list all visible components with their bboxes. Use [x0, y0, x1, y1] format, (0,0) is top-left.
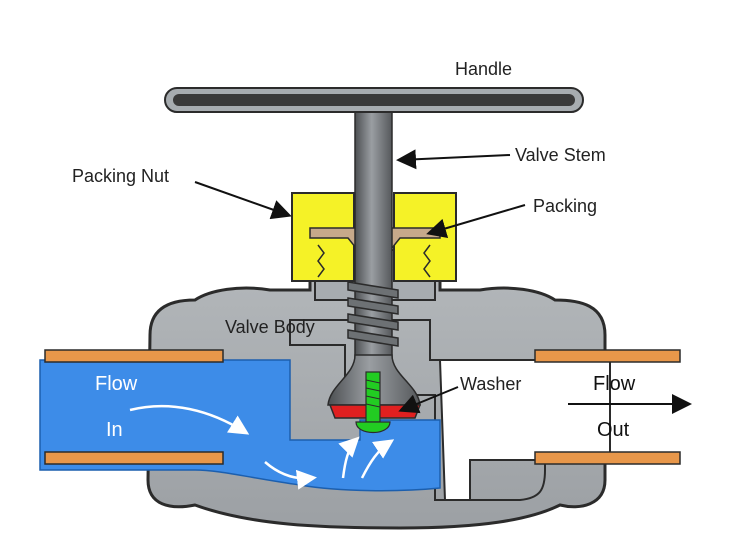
label-packing-nut: Packing Nut — [72, 166, 169, 186]
washer-screw — [355, 371, 391, 434]
label-washer: Washer — [460, 374, 521, 394]
label-valve-stem: Valve Stem — [515, 145, 606, 165]
label-handle: Handle — [455, 59, 512, 79]
label-valve-body: Valve Body — [225, 317, 315, 337]
inlet-pipe — [44, 349, 224, 465]
flow-arrow-icon — [360, 439, 395, 479]
flow-arrow-icon — [129, 404, 250, 435]
handle — [164, 87, 584, 113]
flow-arrows — [129, 404, 395, 490]
label-flow-out-2: Out — [597, 419, 630, 441]
label-flow-in-1: Flow — [95, 373, 138, 395]
outlet-pipe — [534, 349, 681, 465]
flow-arrow-icon — [338, 436, 360, 479]
flow-arrow-icon — [264, 461, 317, 490]
label-packing: Packing — [533, 196, 597, 216]
label-flow-in-2: In — [106, 419, 123, 441]
stem-threads — [347, 281, 399, 347]
label-flow-out-1: Flow — [593, 373, 636, 395]
leader-lines — [194, 149, 526, 414]
